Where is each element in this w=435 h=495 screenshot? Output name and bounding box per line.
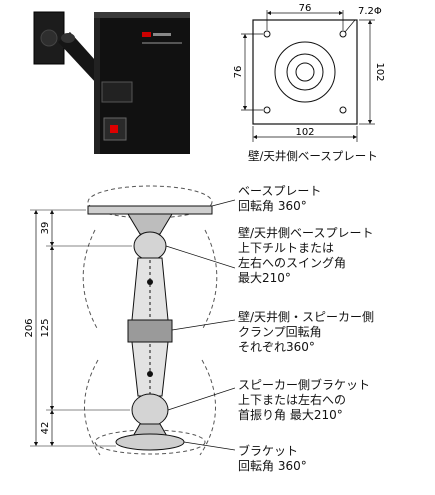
dim-top-76: 76 (299, 3, 312, 14)
annotation-line: 最大210° (238, 271, 291, 285)
annotation-clamp: 壁/天井側・スピーカー側 クランプ回転角 それぞれ360° (238, 310, 374, 355)
annotation-line: 上下または左右への (238, 393, 347, 407)
base-plate-drawing: 76 7.2Φ 76 102 102 (233, 3, 385, 142)
arm-upper-joint (133, 231, 167, 261)
annotation-line: 首振り角 最大210° (238, 408, 343, 422)
dim-hole: 7.2Φ (358, 6, 382, 17)
annotation-line: それぞれ360° (238, 340, 315, 354)
dim-left-76: 76 (233, 66, 244, 79)
dim-bottom-102: 102 (295, 127, 314, 138)
leader-line (211, 199, 235, 207)
annotation-line: 上下チルトまたは (238, 241, 335, 255)
leader-line (165, 245, 235, 269)
rotation-arc-bottom (94, 429, 206, 455)
annotation-line: スピーカー側ブラケット (238, 378, 371, 392)
arm-clamp (127, 319, 173, 343)
dim-middle: 125 (40, 318, 51, 337)
arm-top-plate (87, 205, 213, 215)
annotation-line: クランプ回転角 (238, 325, 322, 339)
annotation-line: 左右へのスイング角 (238, 256, 347, 270)
annotation-line: 回転角 360° (238, 199, 307, 213)
base-plate-outline (252, 19, 358, 125)
annotation-line: 壁/天井側・スピーカー側 (238, 310, 375, 324)
leader-line (171, 319, 235, 331)
annotation-line: ベースプレート (238, 184, 322, 198)
annotation-speaker-bracket: スピーカー側ブラケット 上下または左右への 首振り角 最大210° (238, 378, 370, 423)
swing-arc-upper (82, 229, 99, 331)
photo-speaker-top (94, 12, 190, 20)
arm-lower-joint (131, 393, 169, 427)
screw-hole (263, 30, 271, 38)
annotation-tilt: 壁/天井側ベースプレート 上下チルトまたは 左右へのスイング角 最大210° (238, 226, 373, 286)
leader-line (183, 441, 235, 451)
annotation-base-plate: ベースプレート 回転角 360° (238, 184, 321, 214)
annotation-bracket: ブラケット 回転角 360° (238, 444, 307, 474)
swing-arc-lower (84, 359, 101, 456)
screw-hole (339, 30, 347, 38)
dim-bottom: 42 (40, 422, 51, 435)
annotation-line: 壁/天井側ベースプレート (238, 226, 374, 240)
arm-diagram: 206 39 125 42 (24, 185, 235, 456)
annotation-line: ブラケット (238, 444, 299, 458)
photo-bracket (101, 81, 133, 103)
photo-logo (142, 32, 151, 37)
annotation-line: 回転角 360° (238, 459, 307, 473)
dim-top: 39 (40, 222, 51, 235)
speaker-photo (33, 11, 190, 154)
dim-right-102: 102 (374, 62, 385, 81)
screw-hole (263, 106, 271, 114)
dim-total: 206 (24, 318, 35, 337)
screw-hole (339, 106, 347, 114)
base-plate-caption: 壁/天井側ベースプレート (248, 149, 378, 163)
leader-line (167, 387, 235, 411)
arm-bottom-bracket (115, 433, 185, 451)
